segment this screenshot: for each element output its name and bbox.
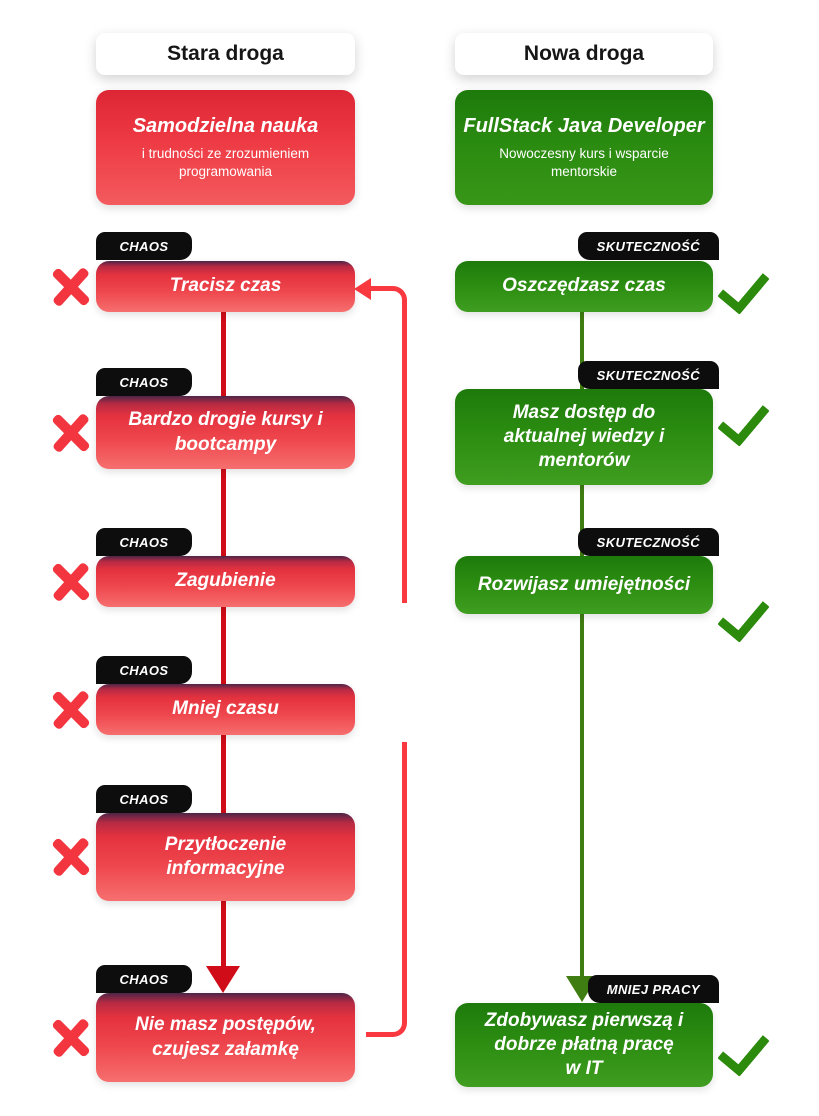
x-icon — [50, 689, 92, 731]
loop-back-connector-upper — [368, 286, 407, 603]
x-icon — [50, 1017, 92, 1059]
new-path-intro-subtitle: Nowoczesny kurs i wsparcie mentorskie — [499, 145, 669, 179]
x-icon — [50, 412, 92, 454]
old-path-intro-title: Samodzielna nauka — [132, 114, 319, 137]
old-path-flow-line — [221, 312, 226, 966]
chaos-tag: CHAOS — [96, 656, 192, 684]
new-path-step-3: Rozwijasz umiejętności — [455, 556, 713, 614]
new-path-step-2: Masz dostęp do aktualnej wiedzy i mentor… — [455, 389, 713, 485]
x-icon — [50, 266, 92, 308]
old-path-header: Stara droga — [96, 33, 355, 75]
loop-back-connector-lower — [366, 742, 407, 1037]
x-icon — [50, 836, 92, 878]
check-icon — [717, 588, 770, 643]
effectiveness-tag: SKUTECZNOŚĆ — [577, 528, 719, 556]
old-path-intro-card: Samodzielna nauka i trudności ze zrozumi… — [96, 90, 355, 205]
new-path-intro-card: FullStack Java Developer Nowoczesny kurs… — [455, 90, 713, 205]
old-path-intro-subtitle: i trudności ze zrozumieniem programowani… — [141, 145, 310, 179]
new-path-step-4: Zdobywasz pierwszą i dobrze płatną pracę… — [455, 1003, 713, 1087]
effectiveness-tag: SKUTECZNOŚĆ — [577, 361, 719, 389]
effectiveness-tag: SKUTECZNOŚĆ — [577, 232, 719, 260]
check-icon — [717, 392, 770, 447]
check-icon — [717, 1022, 770, 1077]
less-work-tag: MNIEJ PRACY — [587, 975, 719, 1003]
old-path-step-5: Przytłoczenie informacyjne — [96, 813, 355, 901]
check-icon — [717, 260, 770, 315]
chaos-tag: CHAOS — [96, 965, 192, 993]
chaos-tag: CHAOS — [96, 528, 192, 556]
arrow-down-icon — [206, 966, 240, 993]
chaos-tag: CHAOS — [96, 785, 192, 813]
old-path-step-2: Bardzo drogie kursy i bootcampy — [96, 396, 355, 469]
arrow-left-icon — [354, 278, 371, 300]
old-path-step-6: Nie masz postępów, czujesz załamkę — [96, 993, 355, 1082]
old-path-step-4: Mniej czasu — [96, 684, 355, 735]
old-path-step-3: Zagubienie — [96, 556, 355, 607]
new-path-flow-line — [580, 312, 584, 976]
new-path-header: Nowa droga — [455, 33, 713, 75]
new-path-intro-title: FullStack Java Developer — [463, 114, 705, 137]
new-path-step-1: Oszczędzasz czas — [455, 261, 713, 312]
old-path-step-1: Tracisz czas — [96, 261, 355, 312]
chaos-tag: CHAOS — [96, 368, 192, 396]
chaos-tag: CHAOS — [96, 232, 192, 260]
x-icon — [50, 561, 92, 603]
